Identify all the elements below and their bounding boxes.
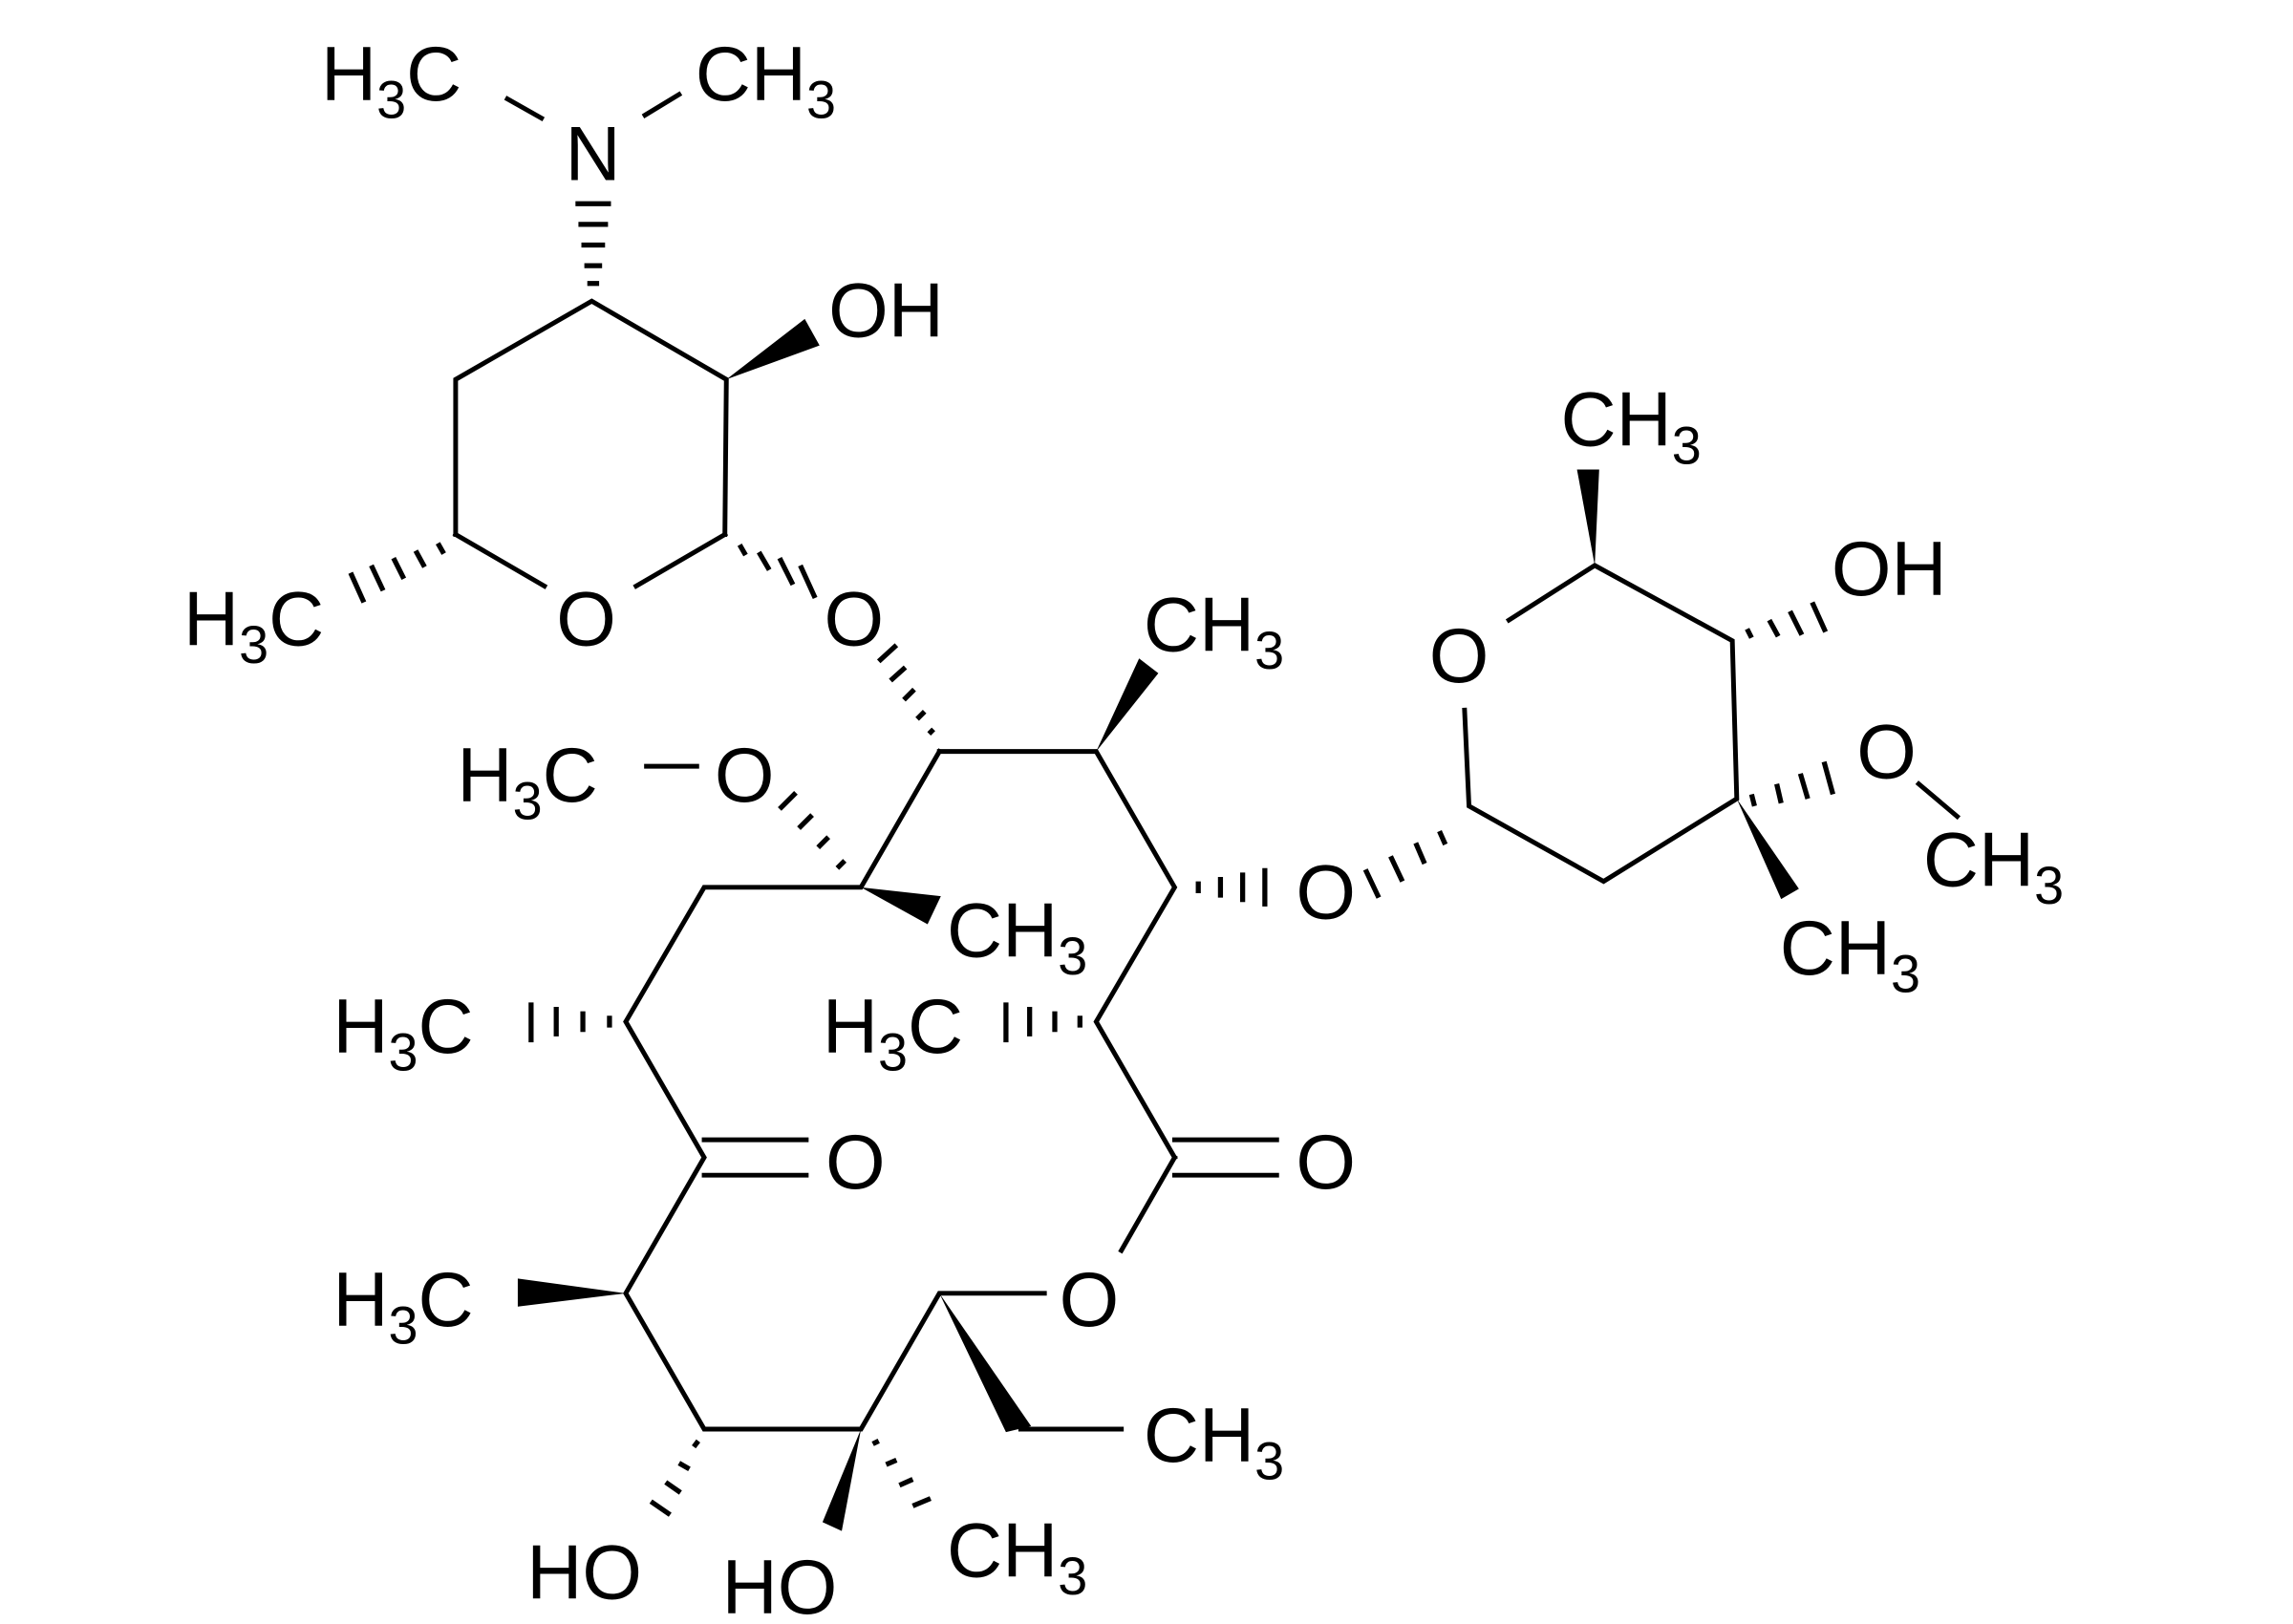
wedge-bond-c6-methyl [861, 887, 941, 925]
label-lactone-carbonyl-oxygen: O [1296, 1120, 1356, 1206]
hashed-bond-c12-methyl [871, 1439, 932, 1508]
ring-bond-to-o [452, 531, 548, 589]
label-c10-methyl: H3C [332, 1257, 473, 1355]
hashed-bond-c11-oh [649, 1439, 700, 1517]
label-nitrogen: N [565, 112, 620, 198]
label-methoxy: H3C [457, 733, 597, 830]
hashed-bond-sugar2-methoxy [1748, 760, 1835, 807]
desosamine-ring-bonds [453, 298, 729, 537]
label-sugar1-hydroxyl: OH [828, 267, 944, 353]
label-n-methyl-left: H3C [321, 32, 461, 129]
wedge-bond-ethyl [939, 1293, 1032, 1433]
wedge-bond-oh [726, 318, 820, 380]
label-ketone-oxygen: O [825, 1120, 886, 1206]
hashed-bond-c8-methyl [528, 1002, 612, 1043]
ring-bonds-right [936, 749, 1178, 1162]
desosamine-sugar: H3C CH3 N OH O H3C O [183, 32, 944, 674]
macrolide-ring: CH3 H3C O CH3 H3C H3C O O H3C O CH3 HO H… [332, 583, 1356, 1624]
ring-bond-lactone-left [1118, 1154, 1178, 1254]
cladinose-sugar: O O CH3 OH O CH3 CH3 [1296, 377, 2064, 1004]
label-methoxy-oxygen: O [715, 733, 775, 819]
label-sugar1-ring-oxygen: O [556, 576, 616, 662]
n-methyl-bond-left [504, 96, 546, 122]
cladinose-ring-bonds [1462, 563, 1740, 885]
hashed-bond-glycosidic-2 [1362, 830, 1448, 899]
label-sugar2-methyl-2: CH3 [1780, 906, 1920, 1003]
n-methyl-bond-right [641, 91, 683, 118]
hashed-bond-n [575, 201, 611, 287]
wedge-bond-c10-methyl [517, 1278, 626, 1307]
label-sugar2-methoxy-oxygen: O [1856, 710, 1917, 796]
label-c8-methyl: H3C [332, 984, 473, 1081]
hashed-bond-c3-o [1195, 867, 1268, 907]
hashed-bond-sugar2-oh [1745, 601, 1829, 639]
label-ethyl-methyl: CH3 [1144, 1393, 1284, 1490]
label-c6-methyl: CH3 [947, 888, 1087, 986]
wedge-bond-sugar2-methyl-2 [1736, 799, 1799, 900]
label-glycosidic-oxygen-1: O [824, 576, 884, 662]
label-glycosidic-oxygen-2: O [1296, 849, 1356, 935]
ring-bonds-left [623, 748, 1047, 1432]
hashed-bond-glycosidic-1 [737, 543, 818, 599]
label-sugar2-hydroxyl: OH [1832, 526, 1947, 612]
label-c11-hydroxyl: HO [526, 1530, 642, 1616]
wedge-bond-c12-oh [822, 1429, 862, 1531]
sugar2-methoxy-bond [1915, 780, 1961, 821]
hashed-bond-c2-methyl [1003, 1002, 1082, 1043]
label-sugar1-methyl: H3C [183, 576, 324, 673]
label-c12-methyl: CH3 [947, 1508, 1087, 1606]
wedge-bond-sugar2-methyl [1576, 469, 1599, 566]
label-c12-hydroxyl: HO [722, 1545, 838, 1624]
label-sugar2-ring-oxygen: O [1429, 613, 1489, 699]
label-sugar2-methoxy-methyl: CH3 [1923, 817, 2064, 914]
label-n-methyl-right: CH3 [696, 32, 836, 129]
label-sugar2-methyl: CH3 [1561, 377, 1702, 475]
ring-bond-from-o [632, 531, 729, 589]
hashed-bond-methoxy [778, 791, 846, 870]
hashed-bond-c5-o [876, 643, 935, 736]
label-c4-methyl: CH3 [1144, 583, 1284, 680]
hashed-bond-methyl [348, 542, 446, 604]
label-lactone-oxygen: O [1060, 1257, 1120, 1343]
label-c2-methyl: H3C [823, 984, 963, 1081]
wedge-bond-c4-methyl [1096, 658, 1159, 752]
